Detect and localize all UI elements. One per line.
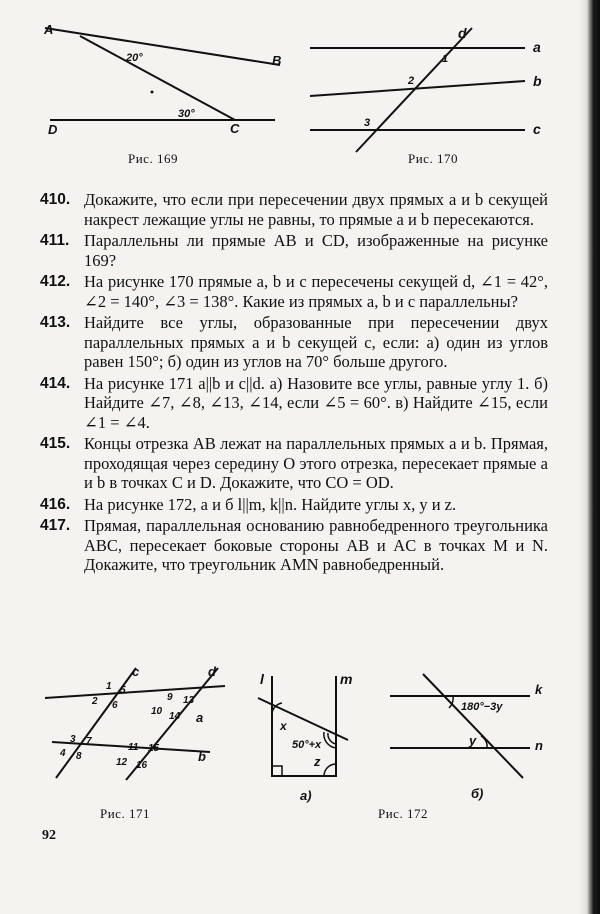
fig171-angle-10: 10 [151, 706, 163, 717]
problem-text: Концы отрезка AB лежат на параллельных п… [84, 434, 548, 492]
fig170-label-d: d [458, 25, 467, 41]
fig171-angle-3: 3 [70, 734, 76, 745]
fig171-label-d: d [208, 664, 217, 679]
fig171-angle-9: 9 [167, 692, 173, 703]
fig171-label-b: b [198, 749, 206, 764]
problem-number: 413. [40, 314, 71, 331]
fig172b-label-n: n [535, 738, 543, 753]
fig172a-sublabel: а) [300, 788, 312, 803]
fig170-label-c: c [533, 121, 541, 137]
problem-text: На рисунке 171 a||b и c||d. а) Назовите … [84, 373, 548, 432]
fig169-angle-30: 30° [178, 108, 195, 120]
fig170-angle-3: 3 [364, 117, 370, 129]
fig170-caption: Рис. 170 [408, 151, 458, 166]
fig172b-sublabel: б) [471, 786, 483, 801]
problem-number: 416. [40, 495, 71, 513]
book-spine-shadow [578, 0, 600, 914]
fig172b-angle-expr: 180°−3y [461, 701, 503, 713]
problem-410: 410. Докажите, что если при пересечении … [40, 190, 548, 229]
fig172b-label-k: k [535, 682, 543, 697]
problem-number: 414. [40, 374, 71, 392]
problems-list: 410. Докажите, что если при пересечении … [40, 190, 548, 577]
problem-411: 411. Параллельны ли прямые AB и CD, изоб… [40, 231, 548, 270]
fig172a-angle-z: z [313, 754, 321, 769]
problem-412: 412. На рисунке 170 прямые a, b и c пере… [40, 272, 548, 311]
fig169-label-C: C [230, 121, 240, 136]
problem-text: На рисунке 170 прямые a, b и c пересечен… [84, 272, 548, 311]
fig171-angle-11: 11 [128, 742, 139, 753]
fig171-caption: Рис. 171 [100, 806, 150, 821]
problem-416: 416. На рисунке 172, а и б l||m, k||n. Н… [40, 495, 548, 515]
fig172b-angle-y: y [468, 733, 477, 748]
fig171-angle-8: 8 [76, 751, 82, 762]
problem-text: Докажите, что если при пересечении двух … [84, 190, 548, 229]
problem-number: 410. [40, 191, 71, 208]
fig169-caption: Рис. 169 [128, 151, 178, 166]
problem-number: 411. [40, 232, 70, 249]
figure-172b: k n 180°−3y y б) [390, 673, 543, 801]
fig169-label-B: B [272, 53, 281, 68]
problem-text: Параллельны ли прямые AB и CD, изображен… [84, 231, 548, 270]
problem-number: 417. [40, 517, 71, 534]
fig171-angle-1: 1 [106, 681, 112, 692]
problem-415: 415. Концы отрезка AB лежат на параллель… [40, 434, 548, 493]
figure-172a: l m x 50°+x z а) [257, 671, 352, 803]
fig171-angle-14: 14 [169, 711, 181, 722]
problem-413: 413. Найдите все углы, образованные при … [40, 313, 548, 372]
fig171-angle-2: 2 [91, 696, 98, 707]
problem-text: Найдите все углы, образованные при перес… [84, 313, 548, 371]
fig171-angle-13: 13 [183, 695, 195, 706]
fig172a-angle-x: x [279, 719, 288, 733]
fig169-label-A: A [43, 22, 53, 37]
fig169-label-D: D [48, 122, 58, 137]
fig169-angle-20: 20° [125, 52, 143, 64]
fig170-label-a: a [533, 39, 541, 55]
figure-171: c d a b 1 5 2 6 9 13 10 14 3 7 4 8 11 15… [44, 664, 226, 781]
fig172a-angle-50x: 50°+x [292, 739, 322, 751]
figure-170: d a b c 1 2 3 [309, 25, 542, 153]
fig171-angle-15: 15 [148, 743, 160, 754]
problem-414: 414. На рисунке 171 a||b и c||d. а) Назо… [40, 374, 548, 433]
fig171-angle-4: 4 [59, 748, 66, 759]
fig170-angle-1: 1 [442, 53, 448, 65]
fig171-angle-16: 16 [136, 760, 148, 771]
fig171-angle-5: 5 [120, 685, 126, 696]
fig172a-label-m: m [340, 671, 352, 687]
page-number: 92 [42, 828, 56, 843]
fig171-label-a: a [196, 710, 203, 725]
fig170-label-b: b [533, 73, 542, 89]
figure-169: A B C D 20° 30° [43, 22, 281, 137]
fig171-angle-12: 12 [116, 757, 128, 768]
fig170-angle-2: 2 [407, 75, 414, 87]
fig171-label-c: c [132, 664, 140, 679]
problem-text: Прямая, параллельная основанию равнобедр… [84, 516, 548, 574]
problem-text: На рисунке 172, а и б l||m, k||n. Найдит… [84, 494, 457, 514]
fig172-caption: Рис. 172 [378, 806, 428, 821]
problem-417: 417. Прямая, параллельная основанию равн… [40, 516, 548, 575]
problem-number: 412. [40, 273, 71, 290]
fig171-angle-7: 7 [86, 736, 92, 747]
fig171-angle-6: 6 [112, 700, 118, 711]
fig172a-label-l: l [260, 671, 265, 687]
problem-number: 415. [40, 435, 71, 452]
